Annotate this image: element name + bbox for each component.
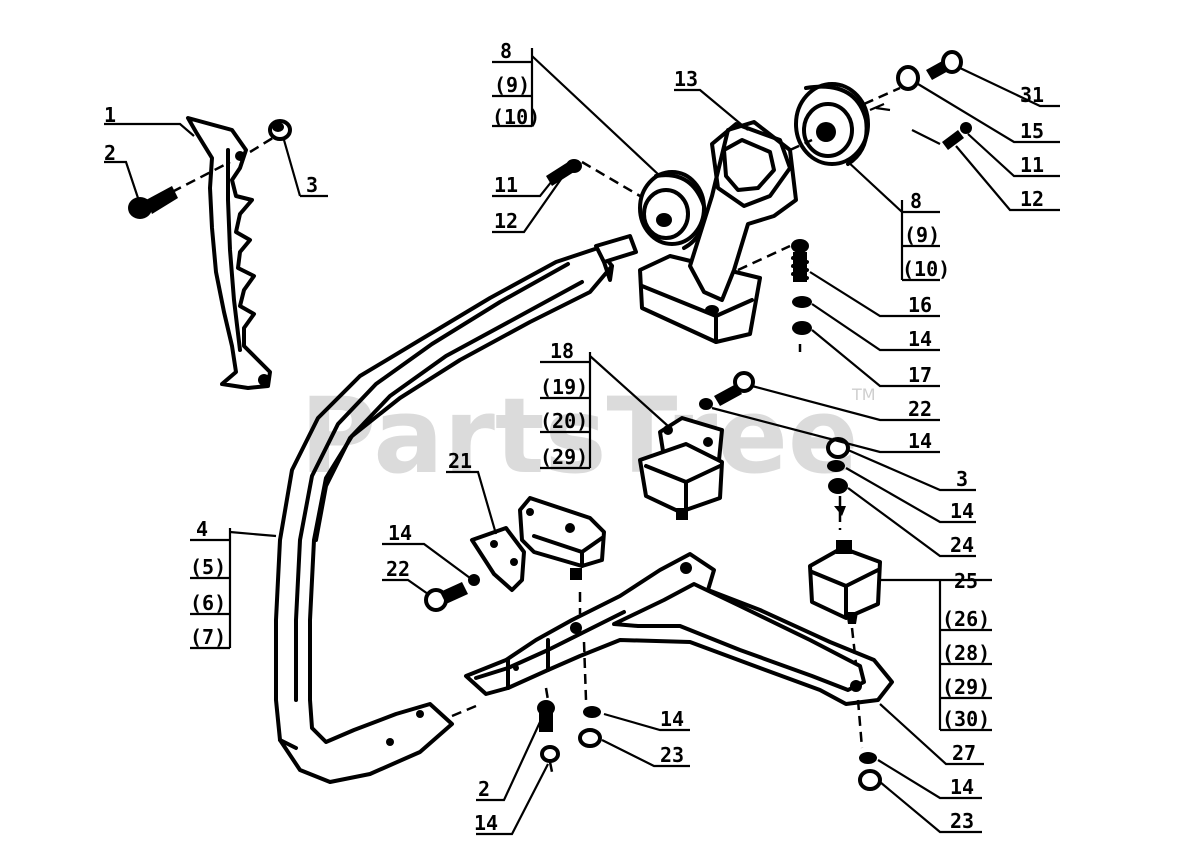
callout-labels: 1 2 3 8 (9) (10) 13 11 12 31 15 11 12 8 …	[104, 39, 1044, 835]
callout-29-b: (29)	[942, 675, 990, 699]
callout-1: 1	[104, 103, 116, 127]
plate-21	[470, 526, 526, 592]
isolator-8-left	[638, 170, 707, 250]
isolator-mount-18	[638, 416, 724, 520]
callout-17: 17	[908, 363, 932, 387]
callout-30: (30)	[942, 707, 990, 731]
washer-14-e	[583, 706, 601, 718]
callout-14-f: 14	[474, 811, 498, 835]
axis-line	[249, 134, 277, 154]
axis-line	[171, 160, 231, 194]
screw-22-top	[699, 371, 755, 410]
callout-7: (7)	[190, 625, 226, 649]
callout-6: (6)	[190, 591, 226, 615]
callout-28: (28)	[942, 641, 990, 665]
callout-19: (19)	[540, 375, 588, 399]
front-handle	[274, 234, 638, 784]
axis-line	[451, 704, 477, 718]
washer-14-c	[827, 460, 845, 472]
washer-14-f	[540, 745, 560, 763]
callout-8: 8	[500, 39, 512, 63]
callout-15: 15	[1020, 119, 1044, 143]
callout-10: (10)	[492, 105, 540, 129]
callout-23: 23	[660, 743, 684, 767]
callout-22: 22	[908, 397, 932, 421]
watermark-trademark: TM	[851, 385, 876, 404]
leader-lines	[104, 48, 1060, 836]
handle-mount-13	[638, 120, 798, 344]
callout-29: (29)	[540, 445, 588, 469]
callout-14-d: 14	[388, 521, 412, 545]
callout-4: 4	[196, 517, 208, 541]
callout-5: (5)	[190, 555, 226, 579]
callout-9-right: (9)	[904, 223, 940, 247]
callout-27: 27	[952, 741, 976, 765]
callout-14-g: 14	[950, 775, 974, 799]
nut-23-b	[858, 769, 882, 791]
screw-11-right	[911, 122, 972, 150]
axis-line	[850, 627, 858, 665]
washer-14-g	[859, 752, 877, 764]
axis-line	[581, 160, 641, 198]
callout-11-right: 11	[1020, 153, 1044, 177]
callout-8-right: 8	[910, 189, 922, 213]
callout-12-right: 12	[1020, 187, 1044, 211]
isolator-8-right	[794, 82, 870, 166]
axis-line	[582, 641, 588, 701]
callout-24: 24	[950, 533, 974, 557]
callout-20: (20)	[540, 409, 588, 433]
callout-14: 14	[908, 327, 932, 351]
axis-line	[548, 761, 554, 773]
callout-22-left: 22	[386, 557, 410, 581]
callout-2-bottom: 2	[478, 777, 490, 801]
stud-16	[791, 239, 809, 282]
callout-31: 31	[1020, 83, 1044, 107]
callout-9: (9)	[494, 73, 530, 97]
isolator-25	[808, 540, 882, 624]
callout-10-right: (10)	[902, 257, 950, 281]
bumper-spike	[186, 116, 272, 390]
callout-25: 25	[954, 569, 978, 593]
nut-17	[792, 321, 812, 335]
bracket-mount	[518, 496, 606, 580]
axis-line	[856, 699, 864, 749]
screw-2-bottom	[537, 700, 555, 732]
nut-3-right	[826, 437, 850, 459]
axis-line	[789, 138, 813, 152]
callout-18: 18	[550, 339, 574, 363]
screw-22-left	[424, 574, 480, 612]
axis-line	[863, 86, 901, 106]
callout-14-e: 14	[660, 707, 684, 731]
callout-2: 2	[104, 141, 116, 165]
nut-3-top	[268, 119, 292, 141]
washer-14-a	[792, 296, 812, 308]
callout-3: 3	[306, 173, 318, 197]
axis-line	[544, 687, 550, 701]
callout-11: 11	[494, 173, 518, 197]
callout-3-right: 3	[956, 467, 968, 491]
washer-24	[828, 478, 848, 494]
axis-line	[737, 244, 791, 272]
callout-12: 12	[494, 209, 518, 233]
screw-2-left	[128, 186, 178, 219]
washer-15	[896, 65, 920, 91]
pin	[834, 506, 846, 516]
callout-14-c: 14	[950, 499, 974, 523]
callout-13: 13	[674, 67, 698, 91]
callout-26: (26)	[942, 607, 990, 631]
callout-14-b: 14	[908, 429, 932, 453]
callout-23-b: 23	[950, 809, 974, 833]
nut-23-a	[578, 728, 602, 748]
screw-31	[926, 50, 963, 80]
axis-line	[869, 102, 891, 112]
base-frame-27	[464, 552, 894, 706]
callout-16: 16	[908, 293, 932, 317]
callout-21: 21	[448, 449, 472, 473]
